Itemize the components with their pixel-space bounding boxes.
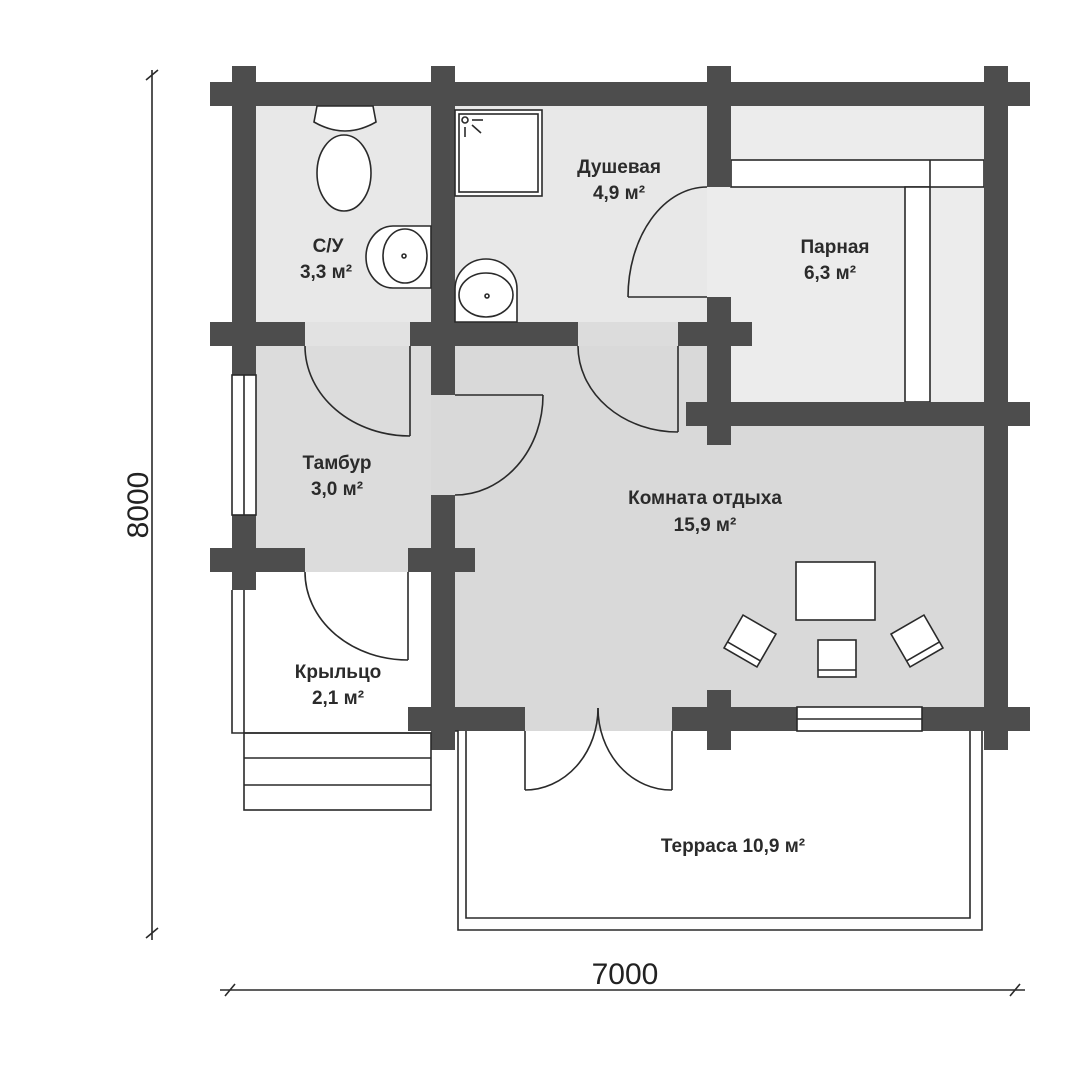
door-entrance[interactable] <box>304 571 409 661</box>
terrace-outline <box>455 730 983 931</box>
room-tambur-floor <box>256 346 455 572</box>
room-name-krylco: Крыльцо <box>295 662 381 683</box>
window-tambur <box>231 374 257 516</box>
dimension-height-label: 8000 <box>122 472 155 539</box>
room-area-su: 3,3 м² <box>300 262 352 283</box>
room-name-komnata: Комната отдыха <box>628 488 782 509</box>
door-parnaya[interactable] <box>627 186 708 298</box>
shower-tray-icon <box>454 109 543 197</box>
door-dushevaya[interactable] <box>577 345 679 433</box>
sink-su-icon <box>365 225 432 289</box>
door-su[interactable] <box>304 345 411 437</box>
steps <box>243 732 432 811</box>
door-opening <box>305 548 408 572</box>
door-opening <box>431 395 455 495</box>
table-icon <box>795 561 876 621</box>
window-komnata <box>796 706 923 732</box>
room-label-terrasa: Терраса 10,9 м² <box>661 836 805 857</box>
room-area-krylco: 2,1 м² <box>312 688 364 709</box>
walls <box>210 66 1030 750</box>
door-tambur-komnata[interactable] <box>454 394 544 496</box>
sauna-bench <box>730 159 985 403</box>
chair-icon <box>889 613 945 669</box>
room-area-tambur: 3,0 м² <box>311 479 363 500</box>
dimension-width: 7000 <box>220 958 1025 997</box>
dimension-width-label: 7000 <box>592 958 659 991</box>
door-opening <box>305 322 410 346</box>
room-area-komnata: 15,9 м² <box>674 515 737 536</box>
room-name-parnaya: Парная <box>801 237 870 258</box>
room-name-su: С/У <box>313 236 344 257</box>
dimension-height: 8000 <box>122 69 159 940</box>
chair-icon <box>722 613 778 669</box>
room-name-tambur: Тамбур <box>303 453 372 474</box>
door-opening <box>578 322 678 346</box>
room-area-dushevaya: 4,9 м² <box>593 183 645 204</box>
toilet-icon <box>313 105 377 212</box>
room-area-parnaya: 6,3 м² <box>804 263 856 284</box>
sink-dushevaya-icon <box>454 258 518 323</box>
room-parnaya-floor <box>731 106 984 402</box>
door-opening <box>707 187 731 297</box>
door-terrace-double[interactable] <box>524 707 673 791</box>
room-name-dushevaya: Душевая <box>577 157 661 178</box>
room-komnata-floor <box>455 346 707 731</box>
chair-icon <box>817 639 857 678</box>
